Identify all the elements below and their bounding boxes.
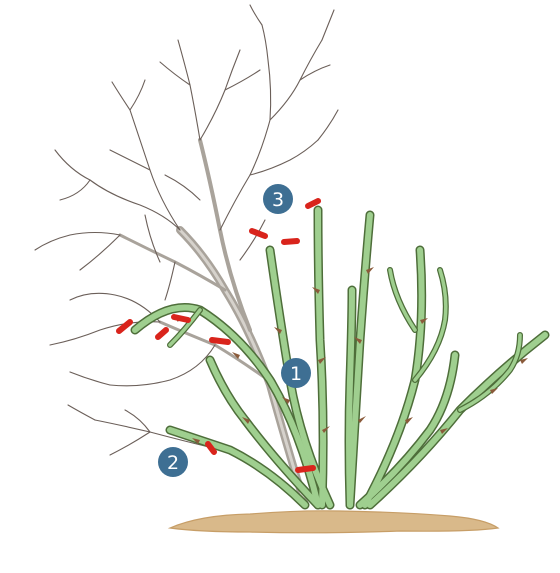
cut-mark [119,322,130,331]
marker-1: 1 [281,358,311,388]
marker-3: 3 [263,184,293,214]
cut-mark [252,231,265,236]
marker-1-label: 1 [290,363,302,385]
marker-2-label: 2 [167,452,179,474]
cut-mark [174,317,188,320]
cut-mark [158,330,166,337]
marker-3-label: 3 [272,189,284,211]
cut-mark [212,340,228,342]
soil-mound [170,511,498,533]
marker-2: 2 [158,447,188,477]
old-branch-a [200,140,250,330]
cut-mark [298,468,313,470]
cut-mark [308,201,318,206]
cut-mark [284,241,297,242]
